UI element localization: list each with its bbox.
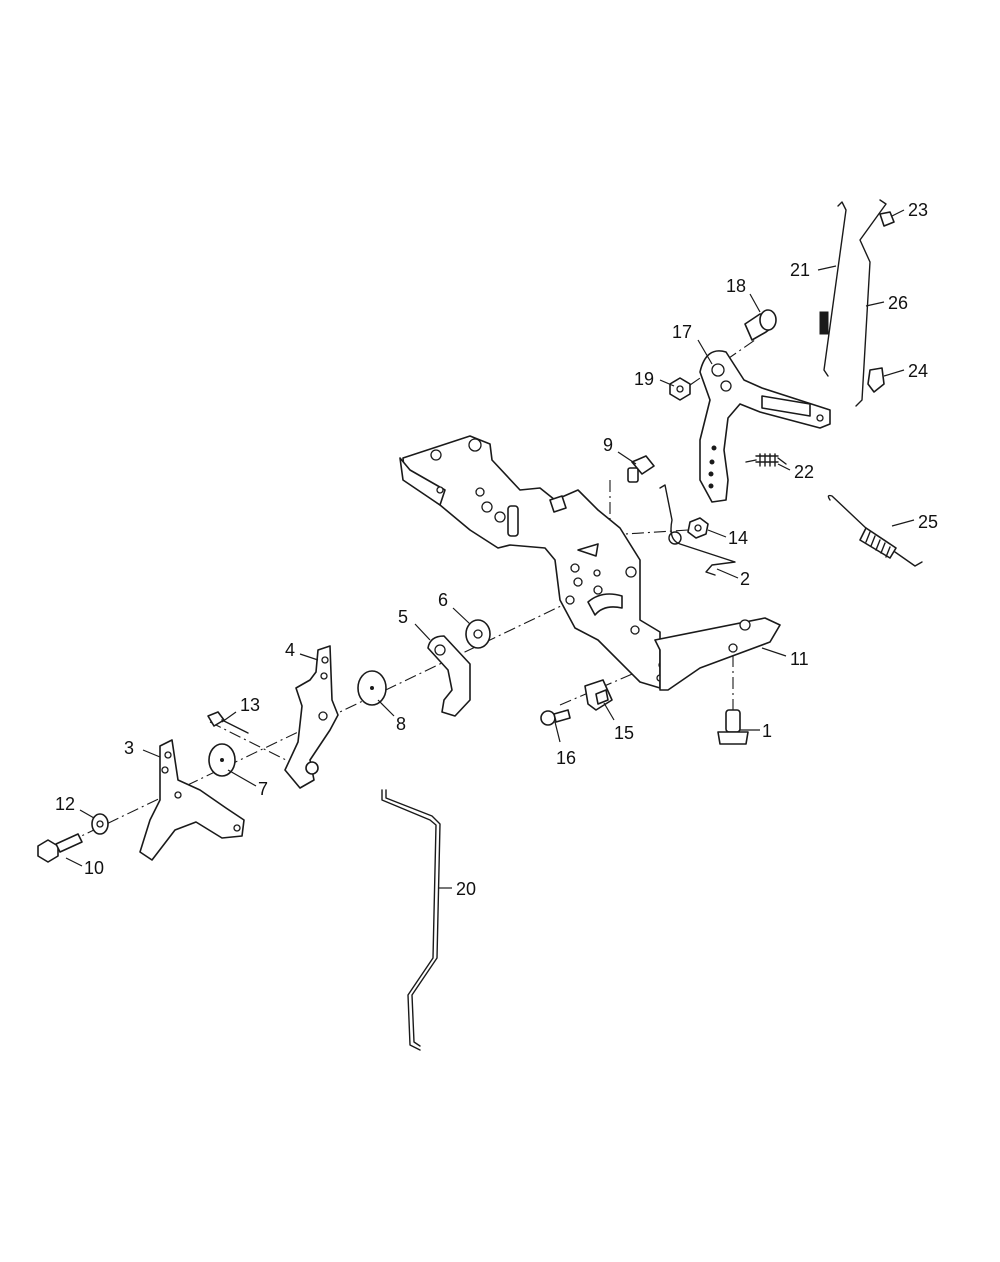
part-11-bracket: [654, 617, 781, 691]
callout-5: 5: [398, 607, 408, 627]
part-18-pin: [744, 309, 777, 341]
callout-16: 16: [556, 748, 576, 768]
part-19-nut: [669, 377, 691, 401]
callout-20: 20: [456, 879, 476, 899]
callout-26: 26: [888, 293, 908, 313]
callout-7: 7: [258, 779, 268, 799]
part-7-washer: [208, 743, 236, 777]
callout-24: 24: [908, 361, 928, 381]
callout-1: 1: [762, 721, 772, 741]
callout-19: 19: [634, 369, 654, 389]
part-8-washer: [357, 670, 387, 706]
part-22-spring: [745, 453, 787, 467]
callout-labels: 1 2 3 4 5 6 7 8 9 10 11 12 13 14 15 16 1…: [55, 200, 938, 899]
callout-11: 11: [790, 649, 809, 669]
part-5-lever: [427, 635, 471, 717]
callout-6: 6: [438, 590, 448, 610]
part-14-nut: [687, 517, 709, 539]
callout-3: 3: [124, 738, 134, 758]
part-12-washer: [91, 813, 109, 835]
callout-22: 22: [794, 462, 814, 482]
callout-10: 10: [84, 858, 104, 878]
callout-21: 21: [790, 260, 810, 280]
callout-23: 23: [908, 200, 928, 220]
callout-14: 14: [728, 528, 748, 548]
part-16-screw: [540, 709, 571, 726]
callout-15: 15: [614, 723, 634, 743]
part-3-bracket: [139, 739, 245, 861]
part-9-bolt: [627, 455, 655, 483]
part-13-bolt: [207, 711, 249, 734]
assembly-axis-lines: [47, 339, 756, 853]
part-6-washer: [465, 619, 491, 649]
part-25-spring: [827, 494, 923, 567]
part-2-spring: [659, 484, 736, 576]
callout-4: 4: [285, 640, 295, 660]
part-24-fitting: [867, 367, 885, 393]
part-21-26-rods: [819, 199, 887, 407]
part-15-clip: [584, 679, 613, 711]
part-1-bolt: [717, 709, 749, 745]
callout-12: 12: [55, 794, 75, 814]
callout-25: 25: [918, 512, 938, 532]
callout-17: 17: [672, 322, 692, 342]
callout-2: 2: [740, 569, 750, 589]
callout-8: 8: [396, 714, 406, 734]
callout-leaders: [65, 209, 915, 889]
part-10-bolt: [37, 833, 83, 863]
part-23-fitting: [879, 211, 895, 227]
callout-9: 9: [603, 435, 613, 455]
callout-13: 13: [240, 695, 260, 715]
part-20-rod: [381, 789, 441, 1051]
part-4-arm: [284, 645, 339, 789]
callout-18: 18: [726, 276, 746, 296]
